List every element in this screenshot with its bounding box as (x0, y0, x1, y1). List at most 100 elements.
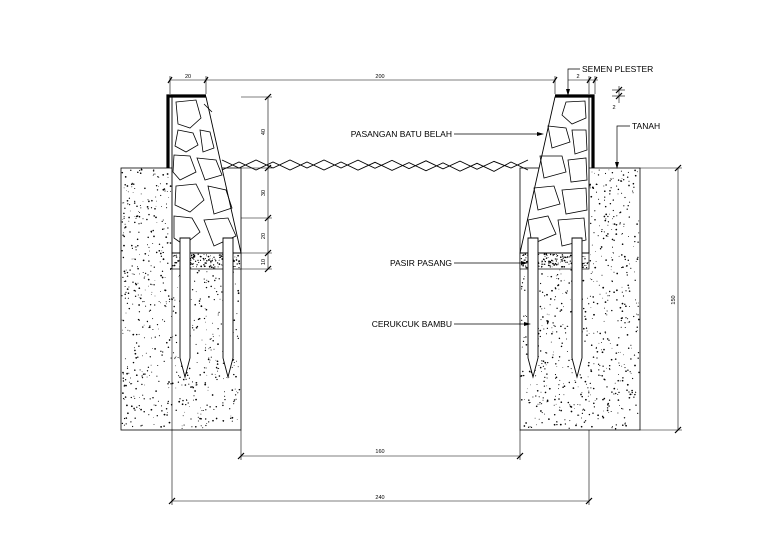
soil-speckle (637, 412, 639, 415)
soil-speckle (123, 202, 125, 204)
soil-speckle (134, 282, 137, 285)
soil-speckle (582, 266, 584, 269)
soil-speckle (205, 282, 207, 284)
soil-speckle (143, 301, 145, 303)
soil-speckle (620, 254, 623, 256)
soil-speckle (585, 265, 587, 266)
soil-speckle (608, 364, 611, 367)
soil-speckle (203, 371, 206, 374)
soil-speckle (629, 306, 630, 307)
soil-speckle (539, 401, 541, 404)
soil-speckle (179, 398, 181, 400)
soil-speckle (168, 298, 171, 300)
soil-speckle (195, 398, 197, 401)
soil-speckle (168, 421, 171, 424)
soil-speckle (628, 287, 630, 289)
bamboo-piles-left (179, 237, 234, 379)
soil-speckle (153, 404, 155, 406)
soil-speckle (562, 292, 564, 294)
soil-speckle (615, 352, 618, 354)
soil-speckle (621, 267, 623, 269)
soil-speckle (155, 184, 158, 187)
soil-speckle (613, 387, 616, 390)
soil-speckle (172, 265, 174, 267)
soil-speckle (152, 174, 154, 176)
soil-speckle (539, 305, 542, 308)
soil-speckle (147, 278, 150, 281)
soil-speckle (147, 366, 150, 368)
soil-speckle (221, 255, 223, 257)
soil-speckle (608, 295, 610, 297)
soil-speckle (556, 274, 559, 276)
soil-speckle (229, 417, 232, 420)
soil-speckle (203, 278, 205, 280)
soil-speckle (144, 384, 146, 386)
soil-speckle (144, 275, 146, 277)
soil-speckle (176, 255, 177, 256)
dim-h-mid: 30 (261, 190, 267, 196)
soil-speckle (609, 180, 611, 182)
soil-speckle (620, 319, 622, 322)
soil-speckle (124, 379, 127, 381)
soil-speckle (210, 266, 213, 269)
soil-speckle (627, 318, 629, 320)
soil-speckle (598, 284, 600, 286)
soil-speckle (615, 424, 617, 426)
soil-speckle (134, 290, 137, 292)
soil-speckle (624, 422, 626, 423)
soil-speckle (559, 256, 562, 259)
soil-speckle (603, 215, 606, 218)
soil-speckle (233, 266, 235, 267)
soil-speckle (181, 403, 184, 406)
soil-speckle (604, 219, 607, 222)
soil-speckle (521, 282, 524, 284)
soil-speckle (211, 373, 213, 375)
soil-speckle (168, 387, 170, 389)
soil-speckle (611, 280, 613, 283)
soil-speckle (141, 355, 143, 357)
soil-speckle (173, 297, 175, 299)
soil-speckle (148, 254, 150, 256)
soil-speckle (147, 236, 149, 239)
soil-speckle (238, 262, 241, 265)
soil-speckle (169, 269, 171, 271)
soil-speckle (234, 394, 237, 396)
soil-speckle (139, 204, 141, 207)
soil-speckle (544, 255, 546, 257)
soil-speckle (164, 277, 166, 278)
soil-speckle (123, 385, 126, 387)
soil-speckle (161, 276, 164, 279)
soil-speckle (200, 305, 203, 308)
soil-speckle (163, 188, 166, 190)
soil-speckle (563, 383, 564, 385)
label-tanah: TANAH (632, 121, 660, 131)
soil-speckle (149, 398, 151, 400)
soil-speckle (122, 319, 125, 322)
soil-speckle (577, 404, 579, 405)
dim-top-left-width: 20 (185, 74, 191, 80)
soil-speckle (137, 171, 139, 174)
soil-speckle (602, 237, 605, 240)
soil-speckle (618, 255, 620, 257)
soil-speckle (123, 187, 125, 189)
soil-speckle (130, 421, 132, 423)
soil-speckle (145, 305, 147, 307)
soil-speckle (573, 408, 575, 410)
soil-speckle (634, 393, 636, 396)
soil-speckle (233, 399, 236, 401)
soil-speckle (215, 417, 218, 420)
soil-speckle (165, 182, 168, 185)
soil-speckle (602, 338, 605, 340)
soil-speckle (552, 254, 555, 256)
soil-speckle (555, 263, 558, 266)
soil-speckle (559, 310, 561, 312)
soil-speckle (203, 259, 205, 261)
soil-speckle (630, 372, 632, 374)
soil-speckle (557, 264, 559, 266)
soil-speckle (545, 364, 547, 366)
soil-speckle (228, 376, 230, 378)
soil-speckle (204, 347, 207, 349)
soil-speckle (618, 337, 620, 339)
soil-speckle (541, 273, 543, 275)
soil-speckle (617, 388, 618, 390)
